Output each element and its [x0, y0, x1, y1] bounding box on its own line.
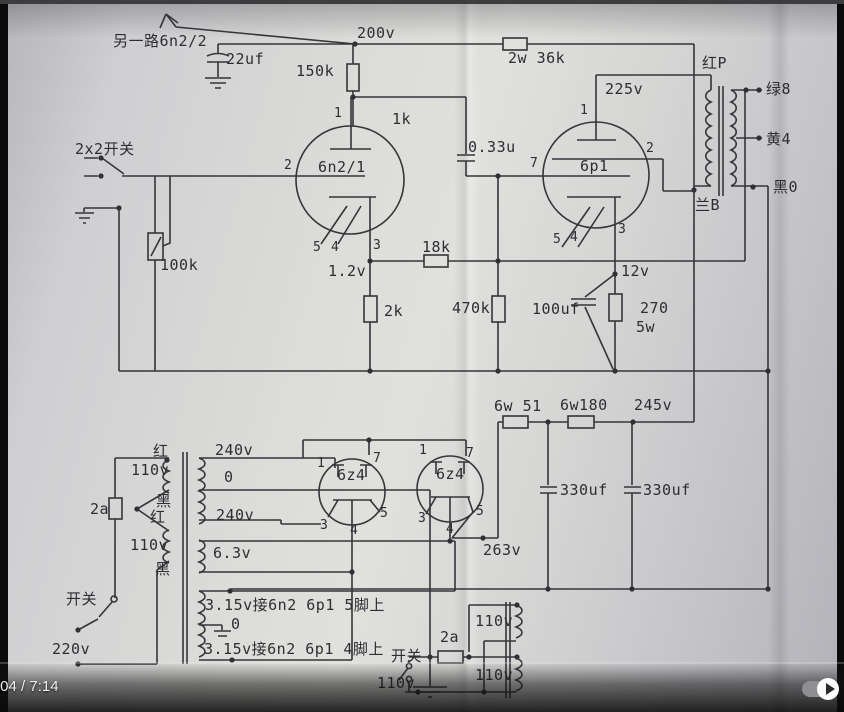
label-winding-110v-4: 110v: [475, 666, 514, 684]
label-resistor-36k: 2w 36k: [508, 49, 566, 67]
letterbox-top: [0, 0, 844, 4]
label-winding-110v-2: 110v: [130, 536, 169, 554]
pin-6z4a-4: 4: [350, 523, 358, 538]
label-cap-100uf: 100uf: [532, 300, 580, 318]
junction-dots: [75, 41, 771, 695]
label-wire-green-8: 绿8: [766, 80, 792, 98]
label-voltage-225v: 225v: [605, 80, 644, 98]
letterbox-left: [0, 0, 8, 712]
label-wire-black-1: 黑: [156, 492, 172, 510]
label-resistor-18k: 18k: [422, 238, 451, 256]
label-resistor-150k: 150k: [296, 62, 335, 80]
label-cap-033u: 0.33u: [468, 138, 516, 156]
pin-6z4b-7: 7: [466, 446, 474, 461]
label-tap-0-filament: 0: [231, 615, 241, 633]
pin-6n2-2: 2: [284, 158, 292, 173]
label-cap-330uf-2: 330uf: [643, 481, 691, 499]
label-wire-black-0: 黑0: [773, 178, 799, 196]
label-voltage-245v: 245v: [634, 396, 673, 414]
pin-6n2-3: 3: [373, 238, 381, 253]
label-voltage-12v: 12v: [621, 262, 650, 280]
label-resistor-6w51: 6w 51: [494, 397, 542, 415]
label-tube-6z4-2: 6z4: [436, 465, 465, 483]
label-wattage-5w: 5w: [636, 318, 656, 336]
pin-6z4b-5: 5: [476, 504, 484, 519]
label-resistor-470k: 470k: [452, 299, 491, 317]
label-voltage-1-2v: 1.2v: [328, 262, 367, 280]
label-resistor-6w180: 6w180: [560, 396, 608, 414]
label-supply-110v: 110v: [377, 674, 416, 692]
autoplay-knob: [817, 678, 839, 700]
label-switch-main: 开关: [66, 590, 98, 608]
pin-6n2-4: 4: [331, 240, 339, 255]
label-resistor-1k: 1k: [392, 110, 412, 128]
label-wire-red-p: 红P: [702, 54, 728, 72]
label-wire-yellow-4: 黄4: [766, 130, 792, 148]
label-winding-110v-1: 110v: [131, 461, 170, 479]
pin-6p1-4: 4: [570, 230, 578, 245]
label-tube-6z4-1: 6z4: [337, 466, 366, 484]
label-pot-100k: 100k: [160, 256, 199, 274]
label-winding-6-3v: 6.3v: [213, 544, 252, 562]
label-filament-note-4: 3.15v接6n2 6p1 4脚上: [204, 640, 384, 658]
pin-6p1-7: 7: [530, 156, 538, 171]
label-resistor-2k: 2k: [384, 302, 404, 320]
pin-6n2-1: 1: [334, 106, 342, 121]
pin-6z4a-5: 5: [380, 506, 388, 521]
label-voltage-200v: 200v: [357, 24, 396, 42]
label-switch-aux: 开关: [391, 647, 423, 665]
label-voltage-220v: 220v: [52, 640, 91, 658]
label-winding-110v-3: 110v: [475, 612, 514, 630]
label-winding-240v-1: 240v: [215, 441, 254, 459]
label-filament-note-5: 3.15v接6n2 6p1 5脚上: [205, 596, 385, 614]
label-fuse-2a-aux: 2a: [440, 628, 460, 646]
video-timestamp: :04 / 7:14: [0, 678, 59, 695]
label-fuse-2a: 2a: [90, 500, 110, 518]
label-cap-22uf: 22uf: [226, 50, 265, 68]
pin-6p1-3: 3: [618, 222, 626, 237]
pin-6p1-2: 2: [646, 141, 654, 156]
pin-6p1-1: 1: [580, 103, 588, 118]
label-resistor-270: 270: [640, 299, 669, 317]
pin-6z4b-4: 4: [446, 522, 454, 537]
label-wire-red-2: 红: [150, 508, 166, 526]
pin-6p1-5: 5: [553, 232, 561, 247]
pin-6z4b-3: 3: [418, 511, 426, 526]
pin-6n2-5: 5: [313, 240, 321, 255]
label-switch-2x2: 2x2开关: [75, 140, 135, 158]
letterbox-right: [837, 0, 844, 712]
play-icon: [826, 683, 835, 695]
label-wire-blue-b: 兰B: [695, 196, 721, 214]
label-wire-black-2: 黑: [155, 560, 171, 578]
label-tube-6n2: 6n2/1: [318, 158, 366, 176]
label-cap-330uf-1: 330uf: [560, 481, 608, 499]
pin-6z4a-1: 1: [317, 456, 325, 471]
pin-6z4a-7: 7: [373, 451, 381, 466]
label-alt-route: 另一路6n2/2: [113, 32, 208, 50]
autoplay-toggle[interactable]: [802, 678, 839, 700]
pin-6z4b-1: 1: [419, 443, 427, 458]
label-wire-red-1: 红: [153, 442, 169, 460]
label-voltage-263v: 263v: [483, 541, 522, 559]
pin-6z4a-3: 3: [320, 518, 328, 533]
label-tap-0: 0: [224, 468, 234, 486]
label-winding-240v-2: 240v: [216, 506, 255, 524]
label-tube-6p1: 6p1: [580, 157, 609, 175]
